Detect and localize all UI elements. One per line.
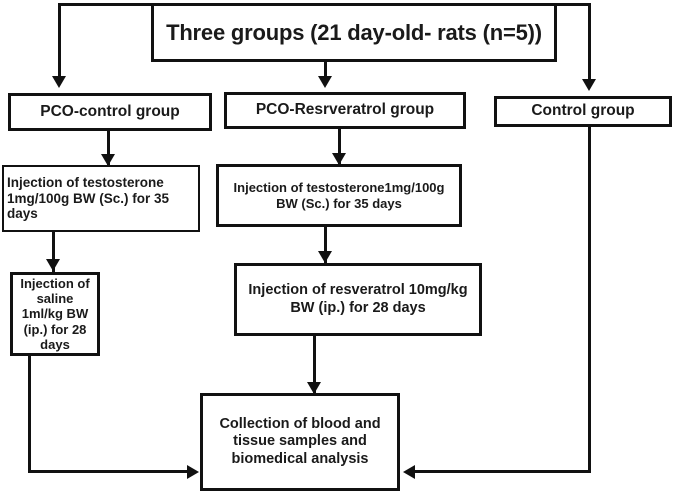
connector-title-to-pco-control-vertical xyxy=(58,3,61,78)
node-resveratrol-injection: Injection of resveratrol 10mg/kg BW (ip.… xyxy=(234,263,482,336)
connector-title-to-pco-resveratrol-vertical xyxy=(324,55,327,78)
node-collection-analysis-label: Collection of blood and tissue samples a… xyxy=(219,416,381,467)
connector-testosterone-to-saline-vertical xyxy=(52,232,55,272)
node-three-groups-label: Three groups (21 day-old- rats (n=5)) xyxy=(166,19,542,45)
connector-resveratrol-to-collection-vertical xyxy=(313,336,316,393)
node-testosterone-injection-pco-resveratrol-label: Injection of testosterone1mg/100g BW (Sc… xyxy=(233,180,445,211)
node-pco-resveratrol-group-label: PCO-Resrveratrol group xyxy=(255,101,435,119)
connector-testosterone-to-resveratrol-vertical xyxy=(324,227,327,263)
node-pco-resveratrol-group: PCO-Resrveratrol group xyxy=(224,92,466,129)
arrowhead-saline-to-collection xyxy=(187,465,199,479)
node-control-group-label: Control group xyxy=(531,102,635,120)
connector-saline-to-collection-vertical xyxy=(28,356,31,473)
arrowhead-resveratrol-to-collection xyxy=(307,382,321,394)
node-saline-injection: Injection of saline 1ml/kg BW (ip.) for … xyxy=(10,272,100,356)
node-testosterone-injection-pco-resveratrol: Injection of testosterone1mg/100g BW (Sc… xyxy=(216,164,462,227)
connector-saline-to-collection-horizontal xyxy=(28,470,188,473)
node-pco-control-group-label: PCO-control group xyxy=(40,102,180,120)
arrowhead-title-to-pco-control xyxy=(52,76,66,88)
node-control-group: Control group xyxy=(494,96,672,127)
arrowhead-title-to-control xyxy=(582,79,596,91)
connector-control-to-collection-vertical xyxy=(588,127,591,473)
arrowhead-pco-resveratrol-to-testosterone xyxy=(332,153,346,165)
arrowhead-pco-control-to-testosterone xyxy=(101,154,115,166)
connector-title-to-control-horizontal xyxy=(530,3,591,6)
node-saline-injection-label: Injection of saline 1ml/kg BW (ip.) for … xyxy=(20,275,90,352)
connector-title-to-pco-control-horizontal xyxy=(58,3,178,6)
arrowhead-title-to-pco-resveratrol xyxy=(318,76,332,88)
connector-control-to-collection-horizontal xyxy=(414,470,591,473)
node-three-groups: Three groups (21 day-old- rats (n=5)) xyxy=(151,3,557,62)
node-collection-analysis: Collection of blood and tissue samples a… xyxy=(200,393,400,491)
arrowhead-testosterone-to-saline xyxy=(46,259,60,271)
arrowhead-testosterone-to-resveratrol xyxy=(318,251,332,263)
connector-pco-control-to-testosterone-vertical xyxy=(107,131,110,165)
node-testosterone-injection-pco-control-label: Injection of testosterone 1mg/100g BW (S… xyxy=(7,174,170,222)
node-testosterone-injection-pco-control: Injection of testosterone 1mg/100g BW (S… xyxy=(2,165,200,232)
node-pco-control-group: PCO-control group xyxy=(8,93,212,131)
arrowhead-control-to-collection xyxy=(403,465,415,479)
connector-pco-resveratrol-to-testosterone-vertical xyxy=(338,129,341,164)
node-resveratrol-injection-label: Injection of resveratrol 10mg/kg BW (ip.… xyxy=(248,282,468,316)
connector-title-to-control-vertical xyxy=(588,3,591,81)
